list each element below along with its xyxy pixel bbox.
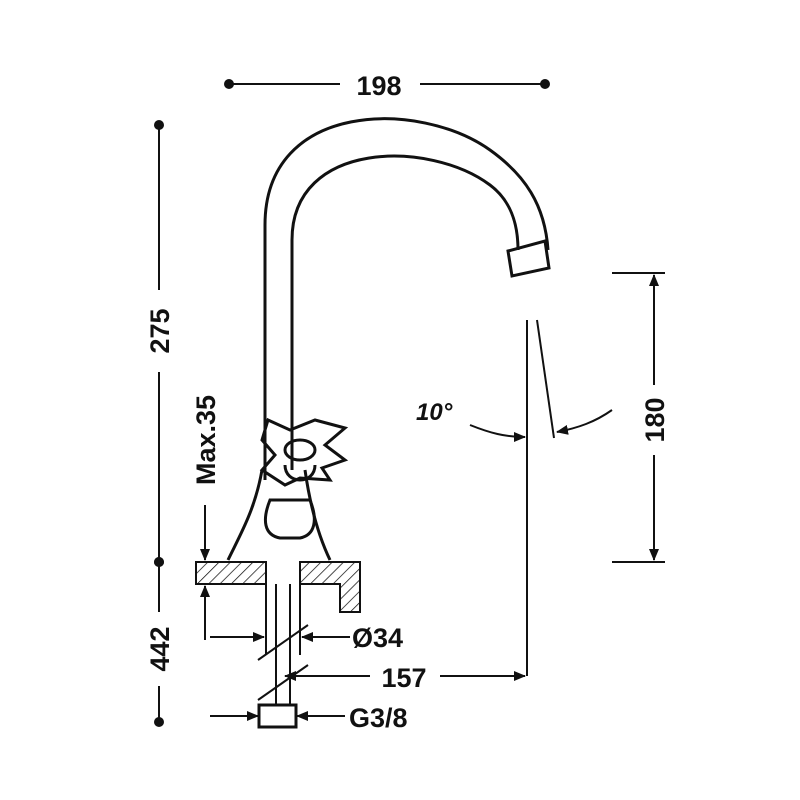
dimension-connection-thread: G3/8 — [210, 703, 408, 733]
hose-length-label: 442 — [145, 626, 175, 671]
dimension-centre-distance: 157 — [284, 663, 526, 693]
deck-countertop — [195, 561, 361, 613]
dimension-hose-length: 442 — [145, 557, 175, 727]
faucet-body — [226, 117, 551, 561]
max-deck-thickness-label: Max.35 — [191, 395, 221, 485]
total-height-label: 275 — [145, 308, 175, 353]
dimension-max-deck-thickness: Max.35 — [191, 395, 221, 640]
dimension-total-height: 275 — [145, 120, 175, 567]
centre-distance-label: 157 — [381, 663, 426, 693]
spout-angle-label: 10° — [416, 399, 453, 426]
dimension-spout-reach: 198 — [224, 71, 550, 101]
connector-nut — [257, 703, 298, 729]
dimension-spout-angle: 10° — [416, 319, 613, 676]
spout-reach-label: 198 — [356, 71, 401, 101]
dimension-spout-height: 180 — [612, 272, 670, 563]
base-diameter-label: Ø34 — [352, 623, 403, 653]
supply-hose — [257, 584, 309, 729]
connection-thread-label: G3/8 — [349, 703, 408, 733]
spout-height-label: 180 — [640, 397, 670, 442]
dimension-base-diameter: Ø34 — [210, 623, 403, 653]
